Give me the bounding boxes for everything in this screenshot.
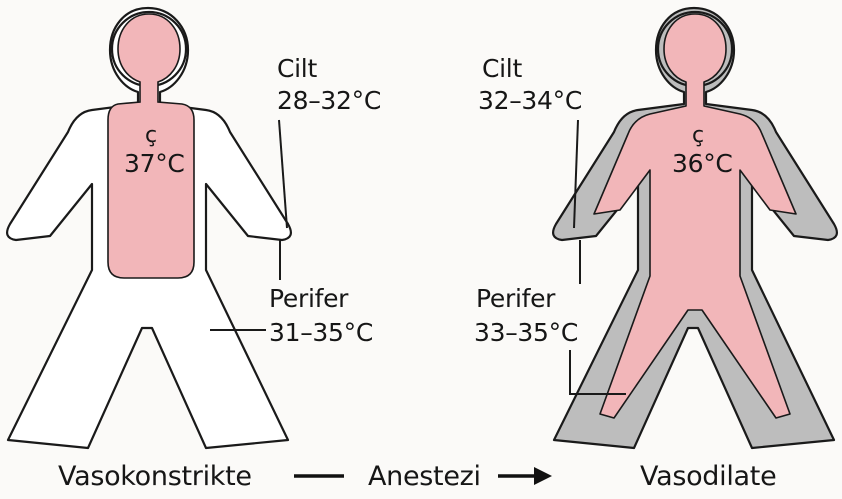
arrow-right-icon [534, 467, 552, 485]
transition-row: Vasokonstrikte Anestezi Vasodilate [58, 461, 776, 492]
left-skin-label: Cilt [277, 54, 317, 83]
left-periphery-temp: 31–35°C [269, 318, 373, 347]
right-figure: Cilt 32–34°C ç 36°C Perifer 33–35°C [474, 8, 837, 448]
right-skin-temp: 32–34°C [478, 86, 582, 115]
right-skin-label: Cilt [482, 54, 522, 83]
left-state-label: Vasokonstrikte [58, 461, 252, 492]
transition-label: Anestezi [368, 461, 481, 492]
left-core-label: ç [145, 123, 157, 148]
right-core-temp: 36°C [672, 149, 733, 178]
right-core-region [594, 14, 796, 418]
left-periphery-label: Perifer [269, 284, 349, 313]
right-state-label: Vasodilate [640, 461, 776, 492]
left-core-temp: 37°C [124, 149, 185, 178]
right-periphery-temp: 33–35°C [474, 318, 578, 347]
left-figure: Cilt 28–32°C ç 37°C Perifer 31–35°C [7, 8, 381, 448]
left-skin-temp: 28–32°C [277, 86, 381, 115]
right-periphery-label: Perifer [476, 284, 556, 313]
right-core-label: ç [692, 123, 704, 148]
